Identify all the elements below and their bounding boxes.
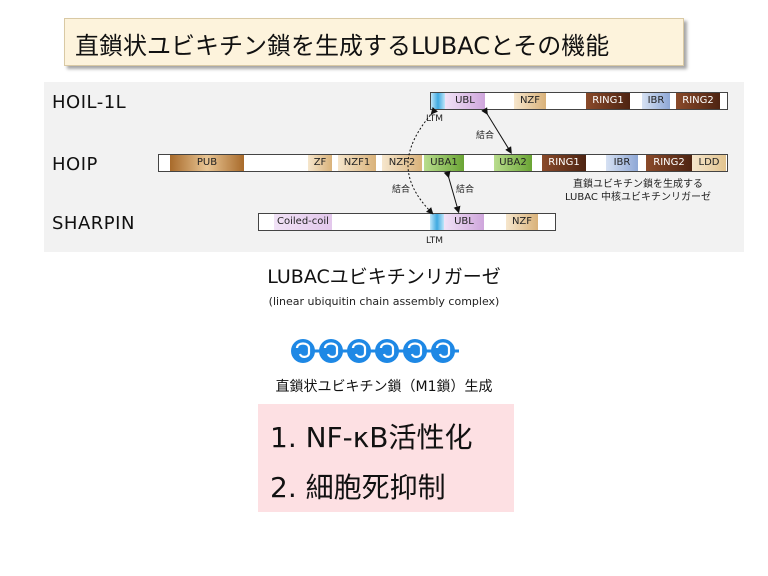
sharpin-ltm-domain — [430, 214, 444, 230]
hoip-label: HOIP — [52, 154, 98, 175]
hoip-ring1-domain: RING1 — [542, 155, 586, 171]
hoil-ring2-domain: RING2 — [676, 93, 720, 109]
hoip-ring2-domain: RING2 — [646, 155, 692, 171]
hoil-nzf-domain: NZF — [514, 93, 546, 109]
hoip-nzf1-domain: NZF1 — [338, 155, 376, 171]
ubiquitin-unit — [291, 339, 315, 363]
function-item-1: 1. NF-κB活性化 — [270, 421, 473, 454]
sharpin-ubl-domain: UBL — [444, 214, 484, 230]
hoip-core-caption-line1: 直鎖ユビキチン鎖を生成する — [573, 179, 703, 190]
hoip-core-caption: 直鎖ユビキチン鎖を生成する LUBAC 中核ユビキチンリガーゼ — [538, 178, 738, 204]
chain-caption: 直鎖状ユビキチン鎖（M1鎖）生成 — [275, 379, 493, 395]
hoip-zf-domain: ZF — [308, 155, 332, 171]
ubiquitin-unit — [319, 339, 343, 363]
uba1-sharpin-binding-arrow — [443, 170, 461, 214]
ubiquitin-unit — [431, 339, 455, 363]
hoil-ring1-domain: RING1 — [586, 93, 630, 109]
sharpin-ltm-label: LTM — [426, 236, 444, 246]
ligase-full-name: (linear ubiquitin chain assembly complex… — [268, 295, 500, 308]
binding-label-left: 結合 — [392, 185, 411, 195]
ubiquitin-unit — [375, 339, 399, 363]
hoip-nzf2-domain: NZF2 — [382, 155, 422, 171]
ligase-name: LUBACユビキチンリガーゼ — [267, 266, 501, 288]
sharpin-label: SHARPIN — [52, 213, 135, 234]
hoip-uba2-domain: UBA2 — [494, 155, 532, 171]
sharpin-coiled-coil-domain: Coiled-coil — [274, 214, 332, 230]
ubiquitin-unit — [347, 339, 371, 363]
hoil-label: HOIL-1L — [52, 92, 127, 113]
hoip-ibr-domain: IBR — [606, 155, 638, 171]
binding-label-middle: 結合 — [456, 185, 475, 195]
hoil-ltm-domain — [431, 93, 445, 109]
hoil-uba2-binding-arrow — [481, 107, 512, 154]
hoil-ubl-domain: UBL — [445, 93, 485, 109]
function-item-2: 2. 細胞死抑制 — [270, 471, 446, 504]
title-box: 直鎖状ユビキチン鎖を生成するLUBACとその機能 — [64, 18, 684, 66]
function-box: 1. NF-κB活性化 2. 細胞死抑制 — [258, 404, 514, 512]
hoil-ibr-domain: IBR — [642, 93, 670, 109]
ubiquitin-unit — [403, 339, 427, 363]
hoip-core-caption-line2: LUBAC 中核ユビキチンリガーゼ — [564, 192, 712, 203]
page-title: 直鎖状ユビキチン鎖を生成するLUBACとその機能 — [75, 32, 610, 60]
hoip-ldd-domain: LDD — [692, 155, 726, 171]
sharpin-nzf-domain: NZF — [506, 214, 538, 230]
hoip-pub-domain: PUB — [170, 155, 244, 171]
